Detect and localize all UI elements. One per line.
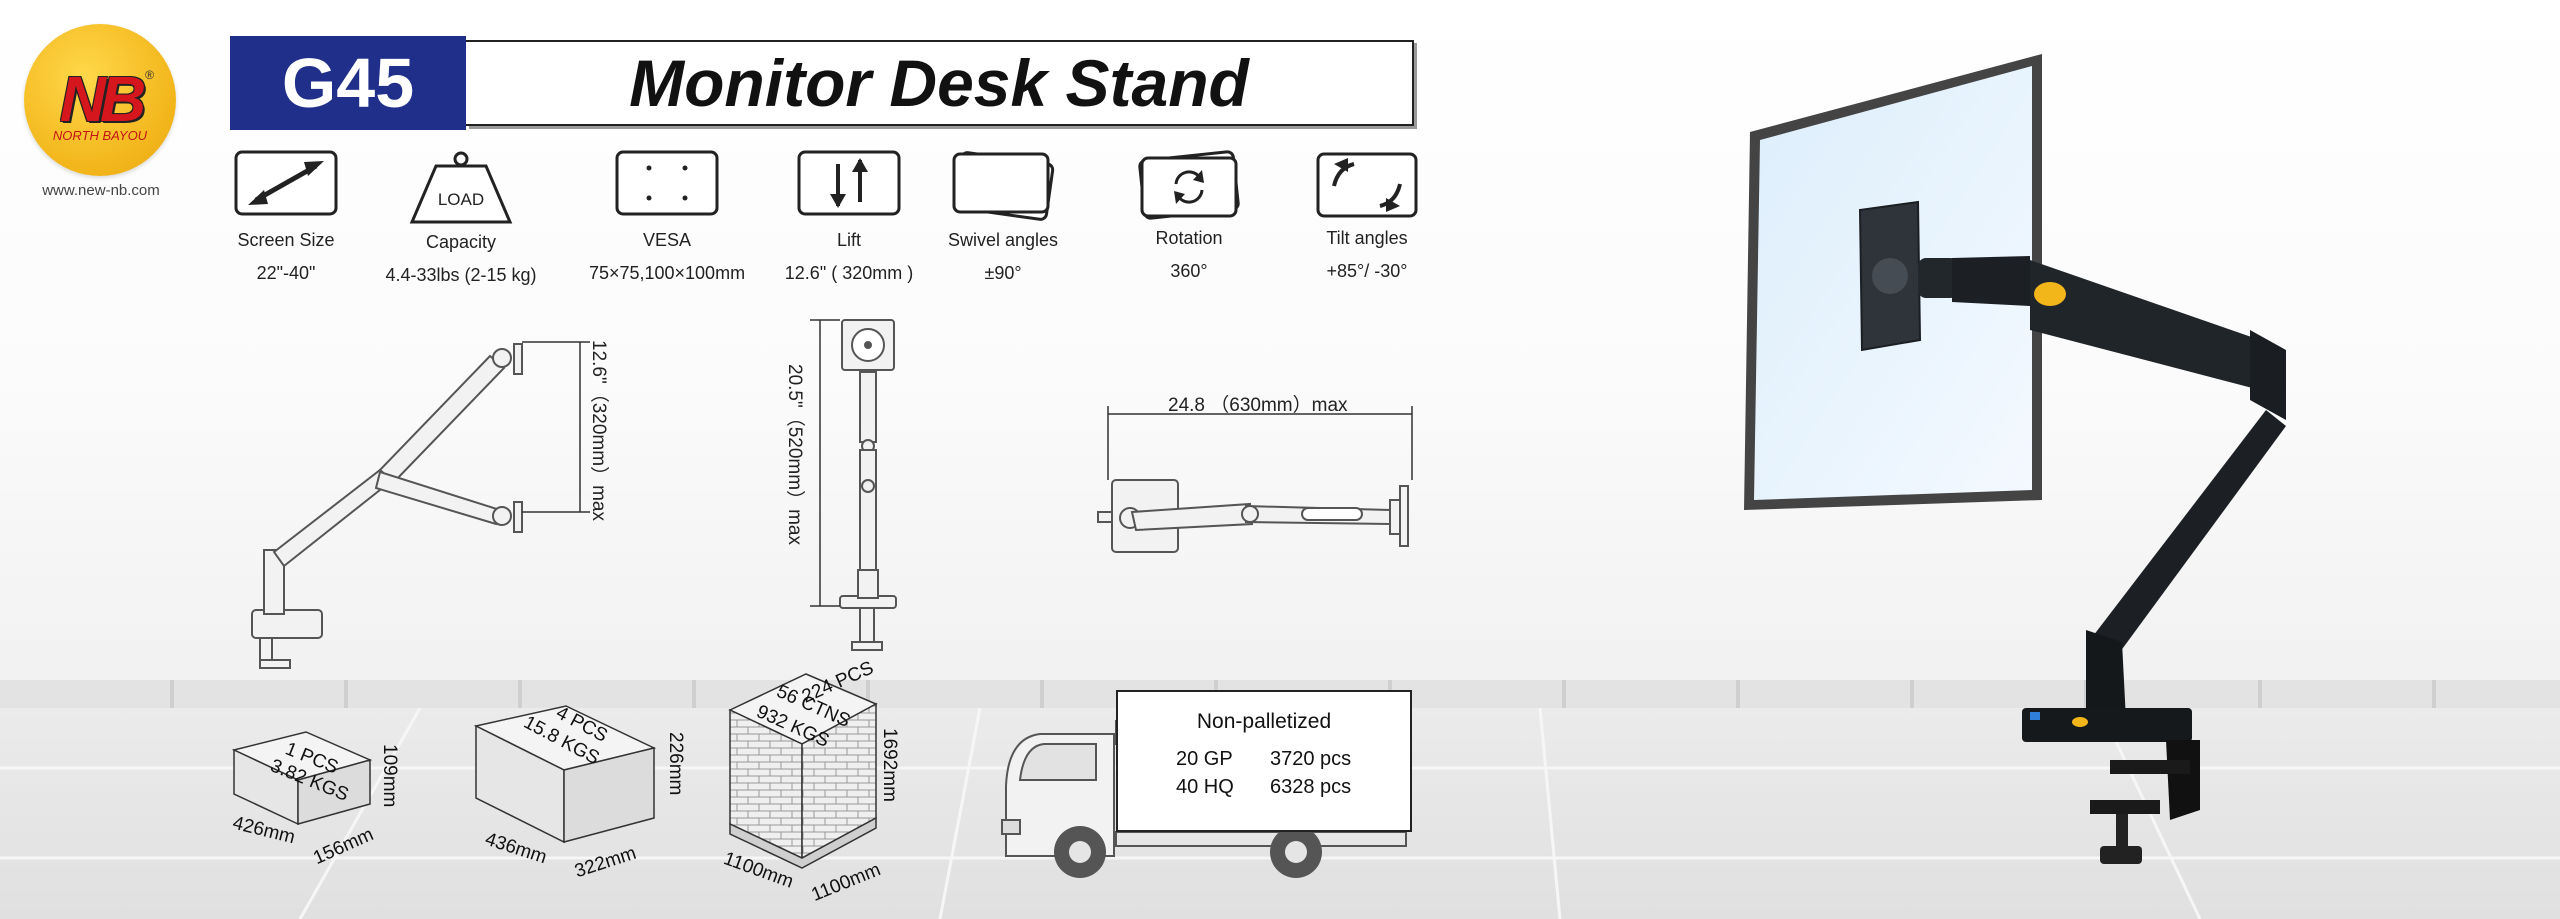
spec-capacity: LOAD Capacity 4.4-33lbs (2-15 kg) (372, 150, 550, 286)
spec-label: Rotation (1155, 228, 1223, 248)
page-title: Monitor Desk Stand (466, 40, 1414, 126)
spec-lift: Lift 12.6" ( 320mm ) (776, 150, 922, 284)
swivel-icon (952, 151, 1055, 221)
spec-value: 4.4-33lbs (2-15 kg) (385, 265, 537, 285)
container-capacity-box: Non-palletized 20 GP 3720 pcs 40 HQ 6328 p… (1116, 690, 1412, 832)
spec-label: Screen Size (237, 230, 335, 250)
website-url: www.new-nb.com (42, 182, 160, 199)
vesa-icon (615, 150, 719, 216)
spec-value: 22"-40" (256, 263, 316, 283)
container-quantity: 6328 pcs (1270, 776, 1352, 798)
container-type: 20 GP (1176, 748, 1233, 770)
load-icon-text: LOAD (438, 190, 484, 209)
lift-icon (797, 150, 901, 216)
shipping-row-40hq: 40 HQ 6328 pcs (1176, 776, 1351, 799)
spec-value: 75×75,100×100mm (588, 263, 746, 283)
truck-wheels (1054, 826, 1322, 878)
arm-brand-badge (2034, 282, 2066, 306)
container-type: 40 HQ (1176, 776, 1234, 798)
monitor-arm (1858, 200, 2286, 864)
spec-screen-size: Screen Size 22"-40" (216, 150, 356, 284)
tilt-icon (1316, 152, 1418, 218)
shipping-row-20gp: 20 GP 3720 pcs (1176, 748, 1351, 771)
single-box-height: 109mm (379, 744, 400, 808)
height-diagram (810, 319, 897, 651)
container-quantity: 3720 pcs (1270, 748, 1352, 770)
lift-range-diagram (251, 341, 590, 669)
rotation-icon (1138, 150, 1240, 220)
carton-height: 226mm (665, 732, 686, 796)
spec-label: VESA (642, 230, 692, 250)
spec-tilt: Tilt angles +85°/ -30° (1300, 150, 1434, 282)
spec-value: 360° (1170, 261, 1208, 281)
shipping-header: Non-palletized (1196, 710, 1332, 733)
spec-value: 12.6" ( 320mm ) (784, 263, 914, 283)
product-photo (1744, 54, 2286, 864)
spec-swivel: Swivel angles ±90° (938, 150, 1068, 284)
spec-value: ±90° (984, 263, 1022, 283)
pallet-stack-drawing (728, 673, 878, 869)
screen-size-icon (234, 150, 338, 216)
carton-box-drawing (473, 705, 657, 844)
pallet-height: 1692mm (879, 728, 900, 802)
spec-vesa: VESA 75×75,100×100mm (576, 150, 758, 284)
spec-rotation: Rotation 360° (1124, 150, 1254, 282)
spec-label: Capacity (425, 232, 497, 252)
title-bar: G45 Monitor Desk Stand (230, 36, 1416, 130)
lift-range-label: 12.6"（320mm）max (588, 340, 609, 521)
brand-name: NORTH BAYOU (52, 128, 148, 143)
weight-load-icon: LOAD (409, 151, 513, 224)
single-box-drawing (231, 731, 373, 826)
spec-value: +85°/ -30° (1326, 261, 1408, 281)
model-number: G45 (230, 36, 466, 130)
spec-label: Tilt angles (1326, 228, 1408, 248)
reach-label: 24.8 （630mm）max (1168, 395, 1348, 416)
reach-diagram (1097, 406, 1413, 553)
brand-logo: NB ® NORTH BAYOU (24, 24, 176, 176)
spec-label: Lift (836, 230, 861, 250)
spec-label: Swivel angles (947, 230, 1059, 250)
height-label: 20.5"（520mm）max (784, 364, 805, 545)
logo-initials: NB (59, 63, 146, 135)
registered-mark: ® (145, 68, 154, 82)
